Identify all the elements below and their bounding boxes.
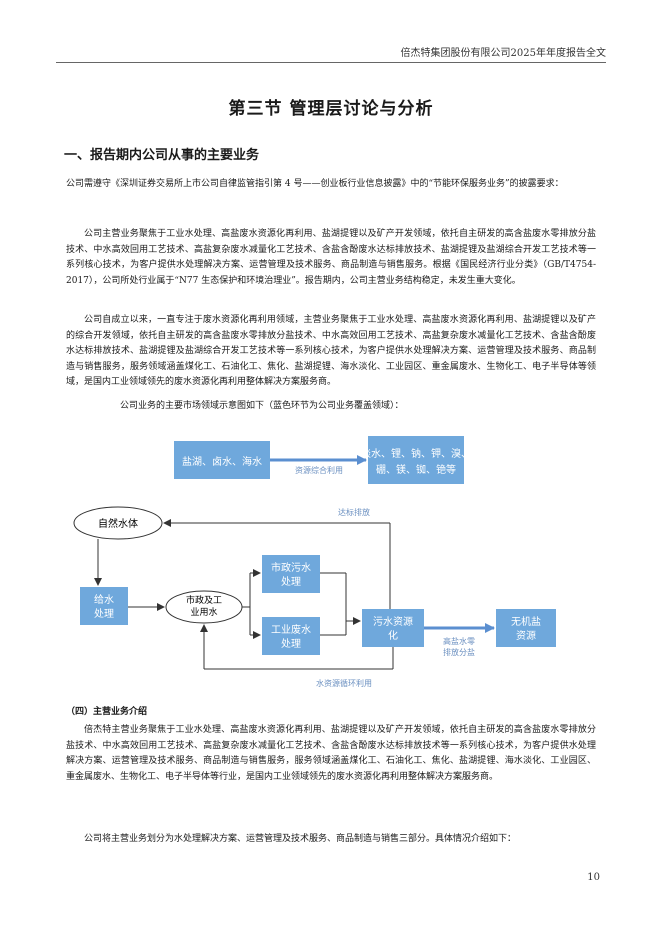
business-paragraph-2: 公司自成立以来，一直专注于废水资源化再利用领域，主营业务聚焦于工业水处理、高盐废… xyxy=(66,315,596,387)
recycle-label: 水资源循环利用 xyxy=(316,678,372,688)
report-header: 倍杰特集团股份有限公司2025年年度报告全文 xyxy=(400,48,606,59)
business-paragraph-4: 公司将主营业务划分为水处理解决方案、运营管理及技术服务、商品制造与销售三部分。具… xyxy=(84,834,517,844)
discharge-label: 达标排放 xyxy=(338,507,370,517)
salt-resource-box xyxy=(496,609,556,647)
zld-label-line2: 排放分盐 xyxy=(443,647,475,657)
salt-resource-line1: 无机盐 xyxy=(511,615,541,628)
city-water-line2: 业用水 xyxy=(190,606,217,618)
industrial-label-line1: 工业废水 xyxy=(271,623,311,636)
municipal-box xyxy=(262,555,320,593)
industrial-box xyxy=(262,617,320,655)
business-paragraph-1: 公司主营业务聚焦于工业水处理、高盐废水资源化再利用、盐湖提锂以及矿产开发领域，依… xyxy=(66,229,596,286)
resource-label: 资源综合利用 xyxy=(295,465,343,475)
elements-label-line1: 淡水、锂、钠、钾、溴、 xyxy=(361,447,471,460)
industrial-label-line2: 处理 xyxy=(281,638,301,650)
heading-business-intro: （四）主营业务介绍 xyxy=(66,707,148,717)
reuse-label-line2: 化 xyxy=(388,629,398,642)
section-title: 第三节 管理层讨论与分析 xyxy=(228,99,434,119)
business-paragraph-3: 倍杰特主营业务聚焦于工业水处理、高盐废水资源化再利用、盐湖提锂以及矿产开发领域，… xyxy=(66,725,596,782)
header-divider xyxy=(56,62,606,63)
supply-label-line1: 给水 xyxy=(94,593,114,606)
natural-water-label: 自然水体 xyxy=(98,517,138,530)
market-diagram: 盐湖、卤水、海水 淡水、锂、钠、钾、溴、 硼、镁、铷、铯等 资源综合利用 自然水… xyxy=(73,436,556,688)
city-water-line1: 市政及工 xyxy=(186,594,222,606)
supply-box xyxy=(80,587,128,625)
reuse-label-line1: 污水资源 xyxy=(373,615,413,628)
salt-resource-line2: 资源 xyxy=(516,629,536,642)
heading-main-business: 一、报告期内公司从事的主要业务 xyxy=(64,148,260,163)
page-number: 10 xyxy=(587,872,600,883)
salt-lake-label: 盐湖、卤水、海水 xyxy=(182,455,262,468)
elements-label-line2: 硼、镁、铷、铯等 xyxy=(376,463,456,476)
zld-label-line1: 高盐水零 xyxy=(443,636,475,646)
elements-box xyxy=(368,436,464,484)
municipal-label-line2: 处理 xyxy=(281,576,301,588)
supply-label-line2: 处理 xyxy=(94,608,114,620)
natural-water-ellipse xyxy=(73,506,163,540)
diagram-caption: 公司业务的主要市场领域示意图如下（蓝色环节为公司业务覆盖领域）： xyxy=(120,401,404,411)
municipal-label-line1: 市政污水 xyxy=(271,561,311,574)
salt-lake-box xyxy=(174,441,270,479)
intro-paragraph: 公司需遵守《深圳证券交易所上市公司自律监管指引第 4 号——创业板行业信息披露》… xyxy=(66,179,564,189)
reuse-box xyxy=(362,609,424,647)
